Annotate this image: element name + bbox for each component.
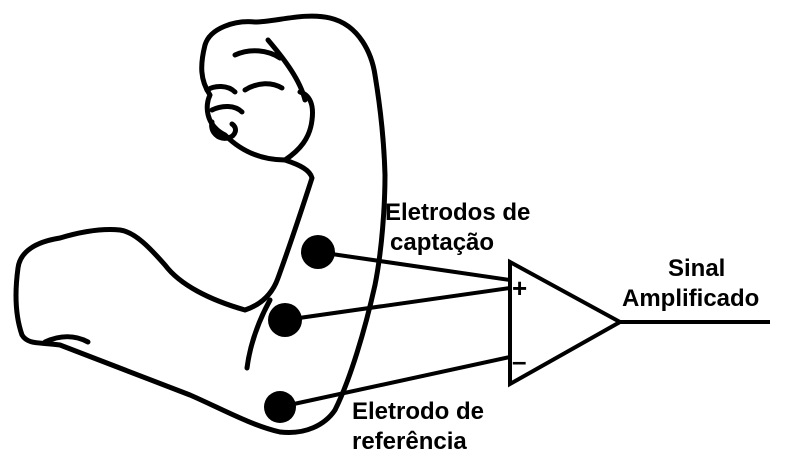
wire-electrode-middle bbox=[284, 286, 511, 322]
output-label-line1: Sinal bbox=[668, 255, 725, 282]
arm-outline bbox=[13, 13, 388, 436]
elbow-crease bbox=[42, 334, 91, 345]
finger-line-3 bbox=[232, 48, 283, 61]
pickup-electrodes-label-line1: Eletrodos de bbox=[385, 199, 530, 226]
op-amp-minus-sign: – bbox=[512, 346, 526, 376]
reference-electrode-label-line2: referência bbox=[352, 428, 467, 455]
electrodes bbox=[264, 235, 335, 423]
wires bbox=[279, 250, 770, 409]
op-amp-plus-sign: + bbox=[512, 273, 527, 303]
electrode-dot bbox=[264, 391, 296, 423]
finger-line-2 bbox=[209, 104, 245, 115]
finger-line-1 bbox=[204, 84, 238, 95]
fist-crease bbox=[282, 89, 315, 163]
op-amp-body bbox=[508, 258, 625, 388]
electrode-dot bbox=[268, 303, 302, 337]
reference-electrode-label-line1: Eletrodo de bbox=[352, 398, 484, 425]
finger-line-4 bbox=[242, 81, 285, 93]
wire-electrode-reference bbox=[279, 355, 511, 409]
electrode-dot bbox=[301, 235, 335, 269]
wire-electrode-top bbox=[317, 250, 511, 282]
bicep-line bbox=[244, 297, 273, 371]
pickup-electrodes-label-line2: captação bbox=[390, 229, 494, 256]
wrist-line bbox=[265, 37, 308, 103]
op-amp-triangle: + – bbox=[508, 258, 625, 388]
arm-illustration bbox=[13, 13, 388, 436]
thumb-curl bbox=[209, 119, 238, 141]
output-label-line2: Amplificado bbox=[622, 285, 759, 312]
